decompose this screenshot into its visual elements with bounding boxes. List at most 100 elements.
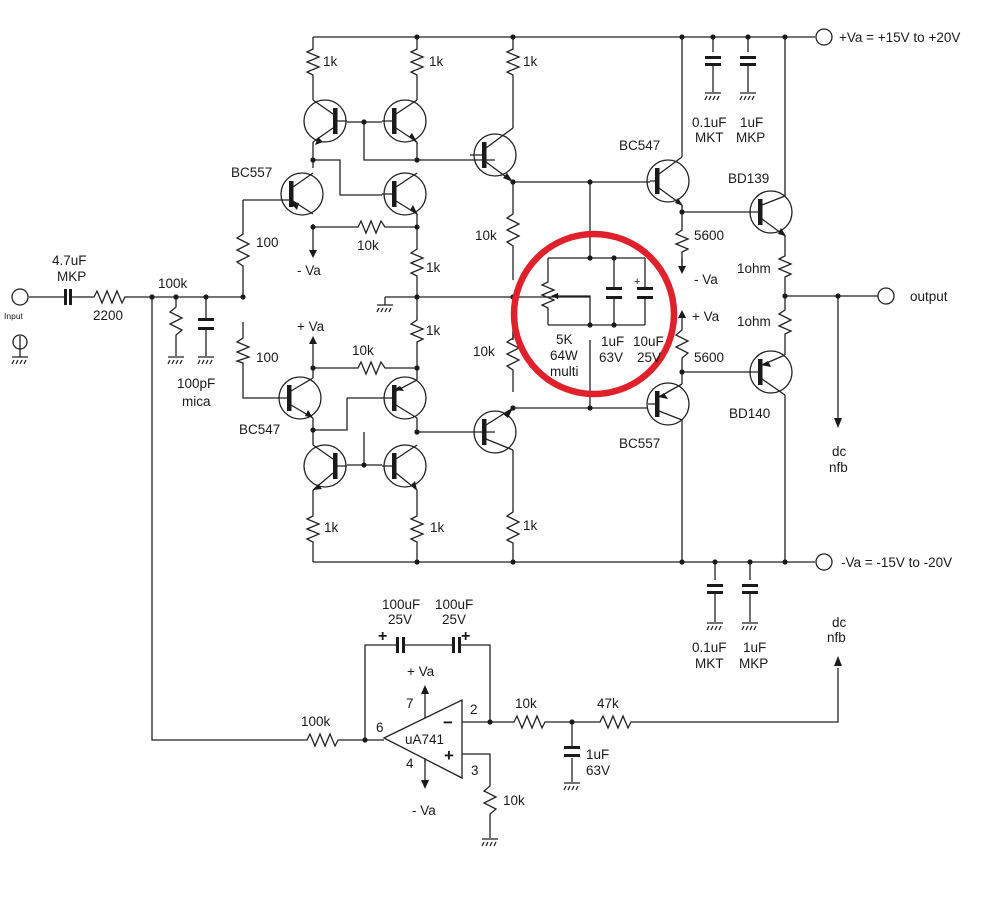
c1-label-b: 63V bbox=[599, 350, 623, 365]
r-top1-label: 1k bbox=[323, 54, 338, 69]
r-top2-label: 1k bbox=[429, 54, 444, 69]
output-terminal bbox=[877, 287, 895, 305]
highlight-circle bbox=[510, 230, 678, 398]
c-shunt-type: mica bbox=[182, 394, 211, 409]
arrow-up-icon bbox=[834, 656, 842, 666]
neg-va-1: - Va bbox=[297, 263, 321, 278]
ground-icon bbox=[563, 782, 580, 791]
r-mid-a-label: 1k bbox=[426, 260, 441, 275]
pin3-label: 3 bbox=[471, 763, 479, 778]
opamp-uA741 bbox=[382, 698, 463, 780]
resistor-base-top bbox=[235, 230, 251, 272]
pin6-label: 6 bbox=[376, 720, 384, 735]
capacitor-bias-1uf bbox=[606, 287, 622, 299]
capacitor-servo-1uf bbox=[564, 746, 580, 757]
r-top3-label: 1k bbox=[523, 54, 538, 69]
op-neg-va: - Va bbox=[412, 803, 436, 818]
dec-top-c2-a: 1uF bbox=[740, 115, 763, 130]
arrow-up-icon bbox=[421, 685, 429, 700]
pin4-label: 4 bbox=[406, 756, 414, 771]
transistor-mirror-bot bbox=[382, 376, 427, 420]
resistor-bot-3 bbox=[505, 508, 521, 545]
capacitor-bias-10uf bbox=[637, 287, 653, 299]
dec-top-c1-b: MKT bbox=[695, 130, 724, 145]
pot-label-a: 5K bbox=[556, 332, 573, 347]
input-terminal bbox=[11, 288, 29, 306]
q-drv-top-label: BC547 bbox=[619, 138, 660, 153]
resistor-drv-top bbox=[674, 226, 690, 254]
transistor-vas-bot bbox=[473, 407, 517, 454]
c2-label-b: 25V bbox=[637, 350, 661, 365]
transistor-input-bot-bc547 bbox=[272, 376, 322, 420]
resistor-shunt-100k bbox=[168, 303, 184, 340]
servo-r-gnd-label: 10k bbox=[503, 793, 525, 808]
ground-icon bbox=[704, 92, 721, 101]
opamp-label: uA741 bbox=[405, 732, 444, 747]
resistor-col-bot bbox=[505, 330, 521, 372]
transistor-diff-bot-b bbox=[382, 444, 427, 491]
servo-cap-l-b: 25V bbox=[388, 612, 412, 627]
r-mid-b-label: 1k bbox=[426, 323, 441, 338]
resistor-fb-top bbox=[354, 219, 388, 235]
pos-va-1: + Va bbox=[297, 319, 325, 334]
arrow-up-icon bbox=[678, 310, 686, 320]
arrow-down-icon bbox=[309, 242, 317, 258]
dec-bot-c1-b: MKT bbox=[695, 656, 724, 671]
capacitors bbox=[60, 56, 758, 757]
ground-icon bbox=[741, 622, 758, 631]
ground-icon bbox=[706, 622, 723, 631]
capacitor-100pf-mica bbox=[198, 318, 214, 330]
pin7-label: 7 bbox=[406, 696, 414, 711]
q-out-top-label: BD139 bbox=[728, 171, 769, 186]
r-shunt-label: 100k bbox=[158, 276, 188, 291]
capacitor-top-1uf bbox=[740, 56, 756, 66]
ground-icon bbox=[481, 838, 498, 847]
c-shunt-value: 100pF bbox=[177, 376, 215, 391]
r-emit-bot-label: 1ohm bbox=[737, 314, 771, 329]
q-out-bot-label: BD140 bbox=[729, 406, 770, 421]
vplus-label: +Va = +15V to +20V bbox=[839, 30, 960, 45]
transistor-mirror-top bbox=[382, 172, 427, 216]
pin2-label: 2 bbox=[470, 702, 478, 717]
transistor-diff-top-b bbox=[382, 99, 427, 144]
neg-va-2: - Va bbox=[694, 272, 718, 287]
transistor-vas-top bbox=[470, 127, 517, 183]
r-fb-bot-label: 10k bbox=[352, 343, 374, 358]
vminus-label: -Va = -15V to -20V bbox=[841, 555, 952, 570]
servo-r-a-label: 10k bbox=[515, 696, 537, 711]
r-emit-top-label: 1ohm bbox=[737, 261, 771, 276]
servo-c-a-label: 1uF bbox=[586, 747, 609, 762]
resistor-servo-in bbox=[303, 732, 339, 748]
resistor-mid-1k-b bbox=[409, 316, 425, 344]
arrow-up-icon bbox=[309, 336, 317, 355]
dec-top-c1-a: 0.1uF bbox=[692, 115, 727, 130]
resistor-drv-bot bbox=[674, 326, 690, 364]
opamp-plus: + bbox=[444, 746, 454, 765]
r-bot3-label: 1k bbox=[523, 518, 538, 533]
opamp-minus: − bbox=[443, 713, 453, 732]
capacitor-top-01uf bbox=[705, 56, 721, 66]
resistor-servo-47k bbox=[596, 714, 634, 730]
ground-icon bbox=[376, 304, 393, 313]
dec-bot-c1-a: 0.1uF bbox=[692, 640, 727, 655]
arrow-down-icon bbox=[421, 760, 429, 789]
wires bbox=[19, 36, 878, 838]
vminus-terminal bbox=[815, 553, 833, 571]
resistor-top-1 bbox=[305, 45, 321, 77]
transistor-diff-top-a bbox=[303, 99, 347, 145]
dcnfb-out-b: nfb bbox=[829, 460, 848, 475]
resistor-servo-10k bbox=[510, 714, 546, 730]
transistor-output-bd139 bbox=[749, 190, 793, 237]
pot-label-c: multi bbox=[550, 364, 579, 379]
r-col-bot-label: 10k bbox=[473, 344, 495, 359]
vplus-terminal bbox=[815, 28, 833, 46]
servo-plus-l: + bbox=[378, 628, 387, 645]
pot-label-b: 64W bbox=[550, 348, 578, 363]
c2-label-a: 10uF bbox=[633, 334, 664, 349]
q-in-top-label: BC557 bbox=[231, 165, 272, 180]
dcnfb-in-b: nfb bbox=[827, 630, 846, 645]
resistor-series-2200 bbox=[90, 289, 128, 305]
servo-c-b-label: 63V bbox=[586, 763, 610, 778]
output-label: output bbox=[910, 289, 948, 304]
